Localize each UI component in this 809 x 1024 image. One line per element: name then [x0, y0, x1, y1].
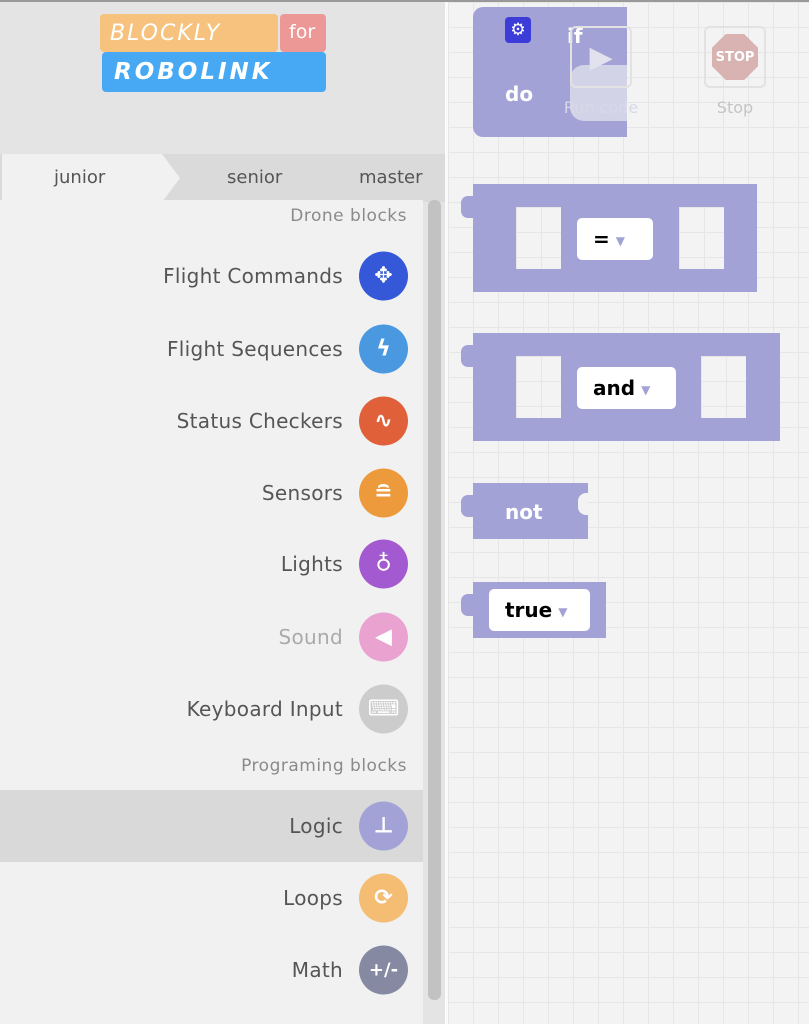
compare-block[interactable]: =▼: [461, 184, 757, 292]
category-label: Math: [291, 958, 343, 982]
category-lights[interactable]: Lights ♁: [0, 528, 423, 600]
tab-senior[interactable]: senior: [227, 167, 283, 188]
dropdown-arrow-icon: ▼: [615, 233, 625, 248]
right-input-slot[interactable]: [701, 356, 746, 418]
toolbox-scrollbar[interactable]: [428, 200, 441, 1000]
loop-arrows-icon: ⟳: [359, 873, 408, 923]
right-input-slot[interactable]: [679, 207, 724, 269]
compare-operator-dropdown[interactable]: =▼: [577, 218, 653, 260]
category-label: Status Checkers: [176, 409, 343, 433]
output-connector: [461, 345, 475, 367]
output-connector: [461, 196, 475, 218]
left-input-slot[interactable]: [516, 207, 561, 269]
pulse-icon: ∿: [359, 396, 408, 446]
not-label: not: [505, 500, 543, 524]
boolean-block[interactable]: true▼: [461, 582, 606, 638]
blockly-robolink-logo: BLOCKLY for ROBOLINK: [100, 14, 330, 104]
not-block[interactable]: not: [461, 483, 588, 539]
logo-robolink: ROBOLINK: [102, 52, 326, 92]
settings-gear-icon[interactable]: ⚙: [505, 17, 531, 43]
tab-master[interactable]: master: [359, 167, 423, 188]
zigzag-arrow-icon: ϟ: [359, 324, 408, 374]
category-keyboard-input[interactable]: Keyboard Input ⌨: [0, 673, 423, 745]
play-icon: ▶: [570, 26, 632, 88]
input-connector: [578, 493, 588, 515]
lightbulb-icon: ♁: [359, 539, 408, 589]
logic-operation-block[interactable]: and▼: [461, 333, 780, 441]
category-math[interactable]: Math +/-: [0, 934, 423, 1006]
category-logic[interactable]: Logic ⊥: [0, 790, 423, 862]
category-label: Flight Commands: [163, 264, 343, 288]
do-label: do: [505, 82, 534, 106]
drone-icon: ✥: [359, 251, 408, 301]
category-flight-sequences[interactable]: Flight Sequences ϟ: [0, 313, 423, 385]
category-label: Sensors: [261, 481, 343, 505]
section-programming-blocks: Programing blocks: [241, 756, 407, 776]
stop-button[interactable]: STOP Stop: [704, 26, 766, 117]
logic-operator-dropdown[interactable]: and▼: [577, 367, 676, 409]
category-label: Sound: [278, 625, 343, 649]
category-label: Flight Sequences: [166, 337, 343, 361]
category-loops[interactable]: Loops ⟳: [0, 862, 423, 934]
plus-minus-icon: +/-: [359, 945, 408, 995]
stop-sign-icon: STOP: [704, 26, 766, 88]
panel-divider: [445, 2, 448, 1024]
boolean-value-dropdown[interactable]: true▼: [489, 589, 590, 631]
tab-junior[interactable]: junior: [2, 154, 180, 202]
dropdown-arrow-icon: ▼: [641, 382, 651, 397]
section-drone-blocks: Drone blocks: [290, 206, 407, 226]
sensor-wave-icon: ≘: [359, 468, 408, 518]
category-label: Logic: [289, 814, 343, 838]
run-code-button[interactable]: ▶ Run code: [556, 26, 646, 117]
category-sound[interactable]: Sound ◀: [0, 601, 423, 673]
do-statement-slot: [570, 65, 627, 121]
keyboard-icon: ⌨: [359, 684, 408, 734]
workspace[interactable]: ⚙ if do ▶ Run code STOP Stop =▼ and▼ not t…: [448, 2, 809, 1024]
speaker-icon: ◀: [359, 612, 408, 662]
stop-label: Stop: [716, 98, 754, 117]
logo-blockly: BLOCKLY: [100, 14, 278, 52]
category-label: Loops: [283, 886, 343, 910]
top-border: [0, 0, 809, 2]
category-flight-commands[interactable]: Flight Commands ✥: [0, 240, 423, 312]
run-code-label: Run code: [563, 98, 639, 117]
category-list: Drone blocks Flight Commands ✥ Flight Seq…: [0, 200, 423, 1024]
dropdown-arrow-icon: ▼: [558, 604, 568, 619]
logic-branch-icon: ⊥: [359, 801, 408, 851]
output-connector: [461, 594, 475, 616]
category-label: Lights: [280, 552, 343, 576]
logo-for: for: [280, 14, 326, 52]
level-tabs: junior senior master: [0, 154, 445, 202]
category-sensors[interactable]: Sensors ≘: [0, 457, 423, 529]
category-status-checkers[interactable]: Status Checkers ∿: [0, 385, 423, 457]
category-label: Keyboard Input: [186, 697, 343, 721]
left-input-slot[interactable]: [516, 356, 561, 418]
output-connector: [461, 495, 475, 517]
if-do-block[interactable]: ⚙ if do: [473, 7, 627, 137]
